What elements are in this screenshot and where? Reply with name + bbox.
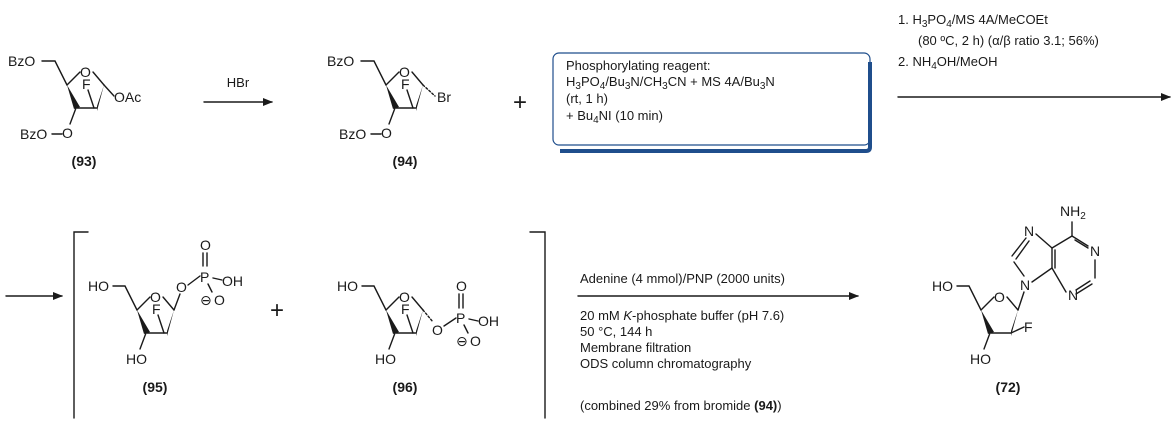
n1-atom-72: N	[1090, 243, 1100, 259]
ho-label-72-top: HO	[932, 278, 953, 294]
oxo-oxygen-95: O	[200, 237, 211, 253]
n9-atom-72: N	[1020, 277, 1030, 293]
right-bracket	[529, 231, 546, 419]
reagent-hbr: HBr	[227, 75, 250, 90]
ring-oxygen-96: O	[399, 289, 410, 305]
compound-94-label: (94)	[393, 153, 418, 169]
compound-95-label: (95)	[143, 379, 168, 395]
ho-label-72-bottom: HO	[970, 351, 991, 367]
oxo-oxygen-96: O	[456, 278, 467, 294]
compound-96-label: (96)	[393, 379, 418, 395]
ring-oxygen-94: O	[399, 64, 410, 80]
ho-label-96-bottom: HO	[375, 351, 396, 367]
step2-line2: (80 ºC, 2 h) (α/β ratio 3.1; 56%)	[918, 33, 1099, 48]
ring-oxygen-72: O	[994, 289, 1005, 305]
n3-atom-72: N	[1068, 287, 1078, 303]
fluorine-94: F	[401, 76, 410, 92]
phosphorus-95: P	[200, 269, 209, 285]
compound-96-structure: HO O O P O OH ⊖ O F HO	[337, 278, 499, 367]
bromine-94: Br	[437, 89, 451, 105]
ring-oxygen-95: O	[150, 289, 161, 305]
fluorine-72: F	[1024, 319, 1033, 335]
ho-label-96-top: HO	[337, 278, 358, 294]
compound-93-label: (93)	[72, 153, 97, 169]
step3-line5: (combined 29% from bromide (94))	[580, 398, 782, 413]
compound-95-structure: HO O O P O OH ⊖ O F HO	[88, 237, 243, 367]
step3-line2: 50 °C, 144 h	[580, 324, 652, 339]
compound-72-label: (72)	[996, 379, 1021, 395]
ho-label-95-top: HO	[88, 278, 109, 294]
hydroxyl-96: OH	[478, 313, 499, 329]
bzo-label-93-top: BzO	[8, 53, 35, 69]
oxygen-93-c3: O	[62, 125, 73, 141]
step3-line3: Membrane filtration	[580, 340, 691, 355]
fluorine-95: F	[152, 301, 161, 317]
oxygen-96-anomeric: O	[432, 322, 443, 338]
fluorine-93: F	[82, 76, 91, 92]
bzo-label-94-bottom: BzO	[339, 126, 366, 142]
oxygen-94-c3: O	[381, 125, 392, 141]
step2-line3: 2. NH4OH/MeOH	[898, 54, 997, 72]
oac-label-93: OAc	[114, 89, 141, 105]
phosphorus-96: P	[456, 310, 465, 326]
phosphorylating-reagent-box: Phosphorylating reagent: H3PO4/Bu3N/CH3C…	[552, 52, 872, 153]
nh2-group-72: NH2	[1060, 203, 1086, 222]
bzo-label-94-top: BzO	[327, 53, 354, 69]
bzo-label-93-bottom: BzO	[20, 126, 47, 142]
ho-label-95-bottom: HO	[126, 351, 147, 367]
oxygen-95-anomeric: O	[176, 279, 187, 295]
fluorine-96: F	[401, 301, 410, 317]
compound-94-structure: BzO O Br F O BzO	[327, 53, 451, 142]
anionic-oxygen-95: O	[214, 292, 225, 308]
reagent-box-line4: + Bu4NI (10 min)	[566, 108, 663, 126]
step3-line1: 20 mM K-phosphate buffer (pH 7.6)	[580, 308, 784, 323]
minus-charge-95: ⊖	[200, 292, 212, 308]
plus-sign-1: +	[513, 89, 527, 116]
step3-line4: ODS column chromatography	[580, 356, 752, 371]
step3-above-arrow: Adenine (4 mmol)/PNP (2000 units)	[580, 271, 785, 286]
anionic-oxygen-96: O	[470, 333, 481, 349]
ring-oxygen-93: O	[80, 64, 91, 80]
hydroxyl-95: OH	[222, 273, 243, 289]
reagent-box-line2: H3PO4/Bu3N/CH3CN + MS 4A/Bu3N	[566, 74, 775, 92]
compound-93-structure: BzO O OAc F O BzO	[8, 53, 141, 142]
left-bracket	[73, 231, 89, 419]
reagent-box-line3: (rt, 1 h)	[566, 91, 608, 106]
compound-72-structure: HO O F HO N N NH2 N N	[932, 203, 1100, 367]
n7-atom-72: N	[1024, 223, 1034, 239]
reagent-box-title: Phosphorylating reagent:	[566, 58, 711, 73]
minus-charge-96: ⊖	[456, 333, 468, 349]
step2-line1: 1. H3PO4/MS 4A/MeCOEt	[898, 12, 1048, 30]
plus-sign-2: +	[270, 297, 284, 324]
